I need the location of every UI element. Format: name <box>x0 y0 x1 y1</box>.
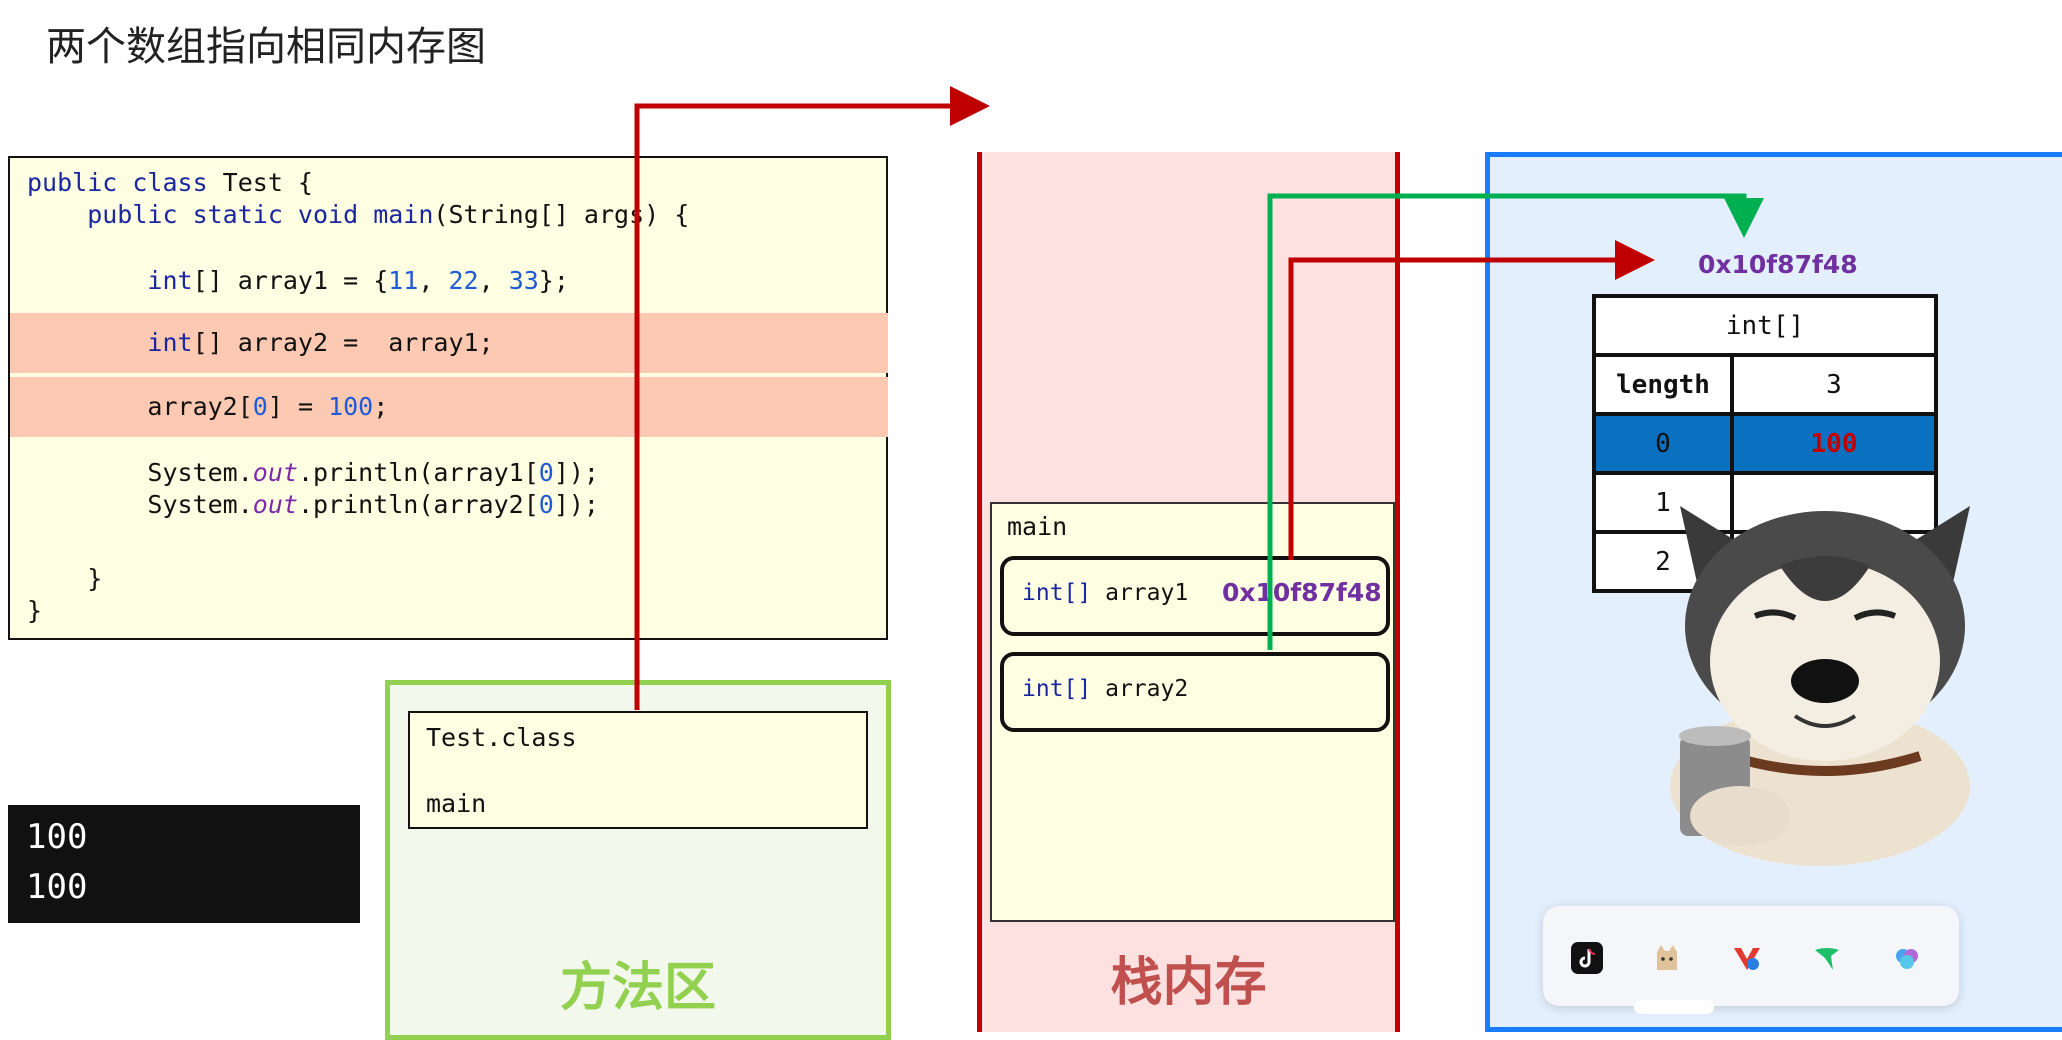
tiktok-icon[interactable] <box>1571 942 1603 974</box>
code-line-main: public static void main(String[] args) { <box>27 200 689 229</box>
code-line-close-class: } <box>27 596 42 625</box>
array-value: 100 <box>1730 412 1938 475</box>
console-line: 100 <box>26 817 88 857</box>
code-token: int <box>27 266 193 295</box>
var2-label: int[] array2 <box>1022 676 1189 702</box>
class-name: Test.class <box>426 723 577 752</box>
code-token: System. <box>27 458 253 487</box>
code-token: 0 <box>252 392 268 421</box>
code-token: 11 <box>388 266 419 295</box>
video-edit-icon[interactable] <box>1731 942 1763 974</box>
code-token: } <box>27 596 43 625</box>
console-line: 100 <box>26 867 88 907</box>
code-token: ; <box>373 392 389 421</box>
code-token: out <box>252 458 298 487</box>
var1-label: int[] array1 <box>1022 580 1189 606</box>
code-line-array1: int[] array1 = {11, 22, 33}; <box>27 266 569 295</box>
stack-frame-label: main <box>1007 512 1068 541</box>
method-area-label: 方法区 <box>559 958 716 1018</box>
array-index: 0 <box>1592 412 1734 475</box>
code-line-print2: System.out.println(array2[0]); <box>27 490 599 519</box>
code-token: System. <box>27 490 253 519</box>
code-token: .println(array1[ <box>297 458 539 487</box>
length-label: length <box>1592 353 1734 416</box>
code-token: 100 <box>328 392 374 421</box>
code-token: Test { <box>207 168 313 197</box>
method-name: main <box>426 789 487 818</box>
code-token: (String[] args) { <box>433 200 690 229</box>
length-value: 3 <box>1730 353 1938 416</box>
app-dock <box>1543 906 1959 1006</box>
code-token: public static void <box>27 200 359 229</box>
page-title: 两个数组指向相同内存图 <box>46 24 486 70</box>
green-bird-icon[interactable] <box>1811 942 1843 974</box>
class-info-box: Test.class main <box>408 711 868 829</box>
cat-app-icon[interactable] <box>1651 942 1683 974</box>
code-line-class: public class Test { <box>27 168 313 197</box>
code-token: 0 <box>538 490 554 519</box>
array-row: 0 100 <box>1592 412 1938 475</box>
stack-var-array2 <box>1000 652 1390 732</box>
code-token: 0 <box>538 458 554 487</box>
code-token: 22 <box>448 266 479 295</box>
stack-label: 栈内存 <box>1110 953 1267 1013</box>
code-line-print1: System.out.println(array1[0]); <box>27 458 599 487</box>
code-line-assign: array2[0] = 100; <box>27 392 388 421</box>
cloud-app-icon[interactable] <box>1891 942 1923 974</box>
code-token: ]); <box>553 490 599 519</box>
code-token: [] array2 = array1; <box>192 328 494 357</box>
code-token: int <box>27 328 193 357</box>
dock-handle <box>1634 1000 1714 1014</box>
code-token: public class <box>27 168 208 197</box>
code-token: [] array1 = { <box>192 266 389 295</box>
heap-address: 0x10f87f48 <box>1698 250 1858 279</box>
code-token: out <box>252 490 298 519</box>
var1-address: 0x10f87f48 <box>1222 578 1382 607</box>
code-token: ] = <box>267 392 329 421</box>
code-token: }; <box>538 266 569 295</box>
code-token: , <box>478 266 509 295</box>
console-output: 100 100 <box>8 805 360 923</box>
code-line-array2: int[] array2 = array1; <box>27 328 494 357</box>
code-box: public class Test { public static void m… <box>8 156 888 640</box>
code-token: } <box>27 564 103 593</box>
code-token: array2[ <box>27 392 253 421</box>
code-token: 33 <box>508 266 539 295</box>
husky-sticker-image <box>1670 506 1970 866</box>
code-token: main <box>358 200 434 229</box>
code-line-close-method: } <box>27 564 102 593</box>
code-token: , <box>418 266 449 295</box>
code-token: .println(array2[ <box>297 490 539 519</box>
code-token: ]); <box>553 458 599 487</box>
array-type: int[] <box>1592 294 1938 357</box>
